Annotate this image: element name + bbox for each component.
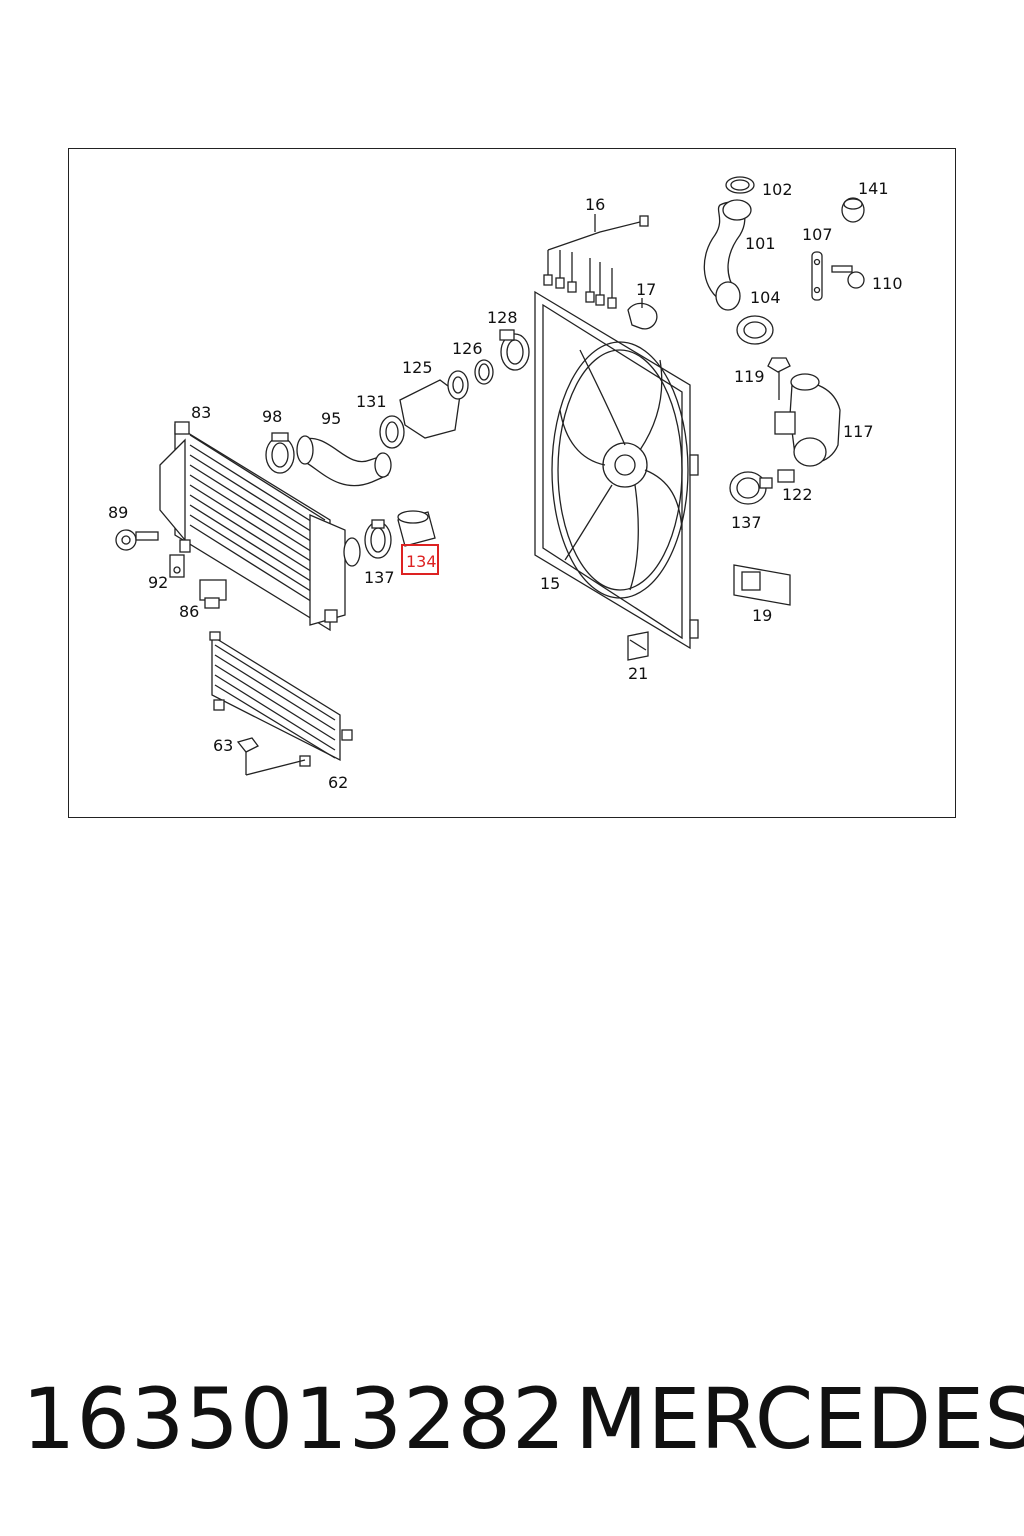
label-101: 101 (745, 234, 776, 253)
bolt-89 (115, 529, 159, 551)
sensor-86 (199, 579, 227, 609)
label-15: 15 (540, 574, 560, 593)
wire-harness (543, 214, 649, 309)
seal-102 (725, 176, 755, 194)
oil-cooler (209, 631, 353, 776)
sleeve-134 (397, 510, 436, 547)
label-95: 95 (321, 409, 341, 428)
part-number: 1635013282 (22, 1370, 567, 1468)
label-102: 102 (762, 180, 793, 199)
label-98: 98 (262, 407, 282, 426)
label-21: 21 (628, 664, 648, 683)
bolt-63 (236, 737, 259, 775)
clamp-98 (265, 432, 295, 474)
label-107: 107 (802, 225, 833, 244)
clip-92 (169, 554, 185, 578)
bolt-119 (767, 357, 791, 400)
brand-name: MERCEDES (575, 1370, 1024, 1468)
label-104: 104 (750, 288, 781, 307)
cap-141 (841, 197, 865, 223)
clamp-128 (499, 329, 530, 371)
clamp-137-right (729, 471, 773, 505)
clamp-104 (736, 315, 774, 345)
label-131: 131 (356, 392, 387, 411)
label-137-left: 137 (364, 568, 395, 587)
label-134[interactable]: 134 (406, 552, 437, 571)
hose-101 (703, 199, 752, 311)
label-17: 17 (636, 280, 656, 299)
label-63: 63 (213, 736, 233, 755)
hose-95 (296, 435, 392, 487)
clip-21 (627, 631, 649, 661)
label-128: 128 (487, 308, 518, 327)
clip-17 (627, 298, 658, 330)
nut-122 (777, 469, 795, 483)
label-141: 141 (858, 179, 889, 198)
label-62: 62 (328, 773, 348, 792)
label-86: 86 (179, 602, 199, 621)
label-137-right: 137 (731, 513, 762, 532)
clamp-137-left (364, 519, 392, 559)
label-110: 110 (872, 274, 903, 293)
label-122: 122 (782, 485, 813, 504)
seal-126 (474, 359, 494, 385)
label-19: 19 (752, 606, 772, 625)
label-125: 125 (402, 358, 433, 377)
label-119: 119 (734, 367, 765, 386)
bracket-19 (733, 564, 791, 606)
clamp-131 (379, 415, 405, 449)
highlight-box-134 (401, 544, 439, 575)
label-16: 16 (585, 195, 605, 214)
intercooler (159, 421, 361, 632)
label-126: 126 (452, 339, 483, 358)
footer: 1635013282 MERCEDES (0, 1370, 1024, 1470)
housing-125 (399, 370, 469, 439)
pipe-117 (774, 373, 841, 467)
bolt-110 (831, 265, 865, 289)
fan-shroud (534, 290, 699, 650)
label-89: 89 (108, 503, 128, 522)
label-83: 83 (191, 403, 211, 422)
bracket-107 (811, 251, 823, 301)
label-117: 117 (843, 422, 874, 441)
label-92: 92 (148, 573, 168, 592)
